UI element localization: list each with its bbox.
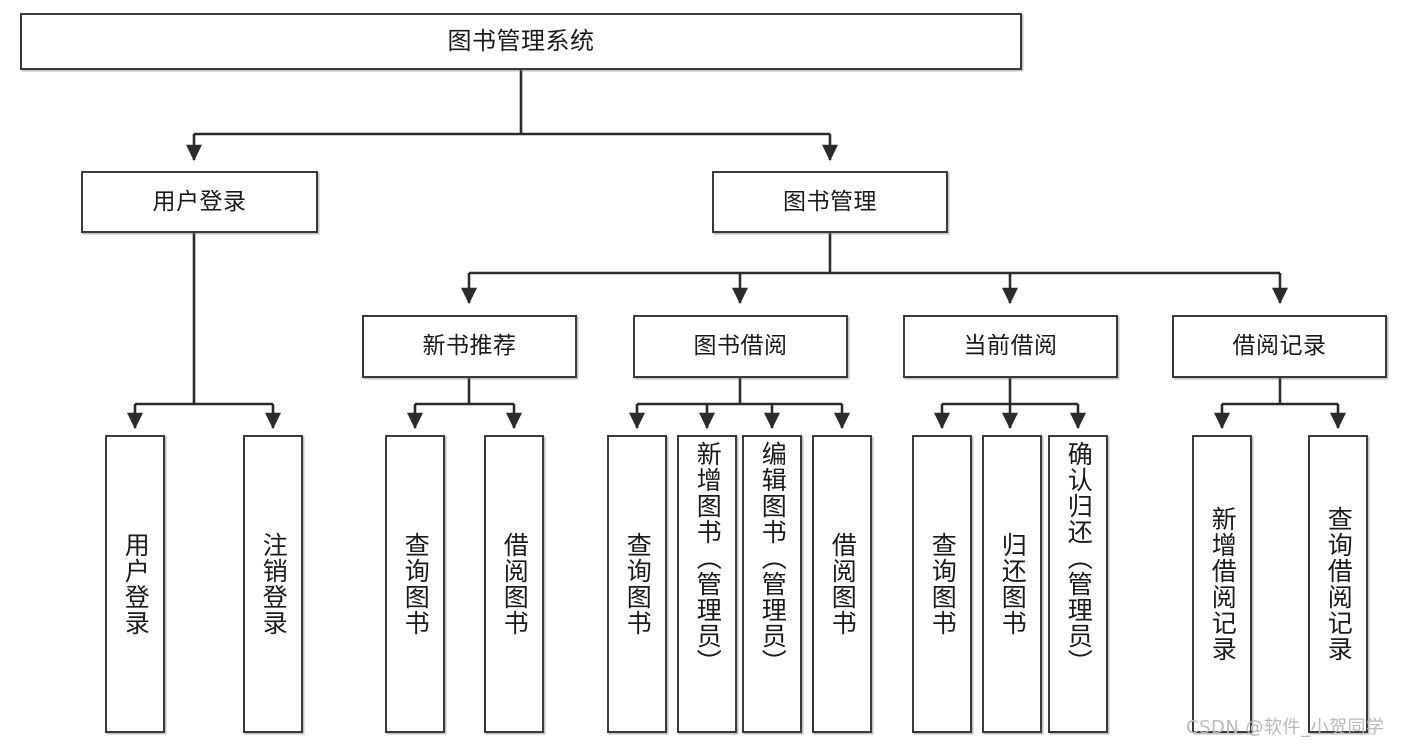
node-label: 图书借阅 [693,333,788,360]
leaf-add-book[interactable]: 新增图书（管理员） [677,435,737,733]
leaf-add-borrow-record[interactable]: 新增借阅记录 [1192,435,1252,733]
node-label: 查询图书 [401,532,431,636]
leaf-edit-book[interactable]: 编辑图书（管理员） [742,435,802,733]
node-label: 新增借阅记录 [1208,506,1238,662]
node-label: 图书管理系统 [447,26,595,55]
leaf-query-book-borrow[interactable]: 查询图书 [607,435,667,733]
node-label: 新增图书（管理员） [693,441,723,675]
node-current-borrow[interactable]: 当前借阅 [903,315,1118,378]
leaf-query-book-recommend[interactable]: 查询图书 [385,435,445,733]
leaf-borrow-book-recommend[interactable]: 借阅图书 [484,435,544,733]
node-label: 查询图书 [623,532,653,636]
node-label: 注销登录 [259,532,289,636]
leaf-borrow-book[interactable]: 借阅图书 [812,435,872,733]
node-label: 借阅图书 [500,532,530,636]
leaf-query-borrow-record[interactable]: 查询借阅记录 [1308,435,1368,733]
node-root-system[interactable]: 图书管理系统 [20,13,1022,70]
node-user-login[interactable]: 用户登录 [81,171,318,233]
node-new-book-recommend[interactable]: 新书推荐 [362,315,577,378]
node-book-manage[interactable]: 图书管理 [712,171,948,233]
leaf-query-book-current[interactable]: 查询图书 [912,435,972,733]
node-book-borrow[interactable]: 图书借阅 [633,315,848,378]
node-label: 归还图书 [998,532,1028,636]
node-label: 用户登录 [121,532,151,636]
leaf-confirm-return[interactable]: 确认归还（管理员） [1048,435,1108,733]
leaf-logout-login[interactable]: 注销登录 [243,435,303,733]
leaf-user-login[interactable]: 用户登录 [105,435,165,733]
node-label: 用户登录 [152,188,247,215]
node-label: 查询借阅记录 [1324,506,1354,662]
node-label: 编辑图书（管理员） [758,441,788,675]
watermark-text: CSDN @软件_小贺同学 [1186,717,1385,738]
node-label: 借阅记录 [1232,333,1327,360]
node-label: 借阅图书 [828,532,858,636]
node-label: 当前借阅 [963,333,1058,360]
node-label: 新书推荐 [422,333,517,360]
leaf-return-book[interactable]: 归还图书 [982,435,1042,733]
node-label: 确认归还（管理员） [1064,441,1094,675]
node-label: 查询图书 [928,532,958,636]
node-label: 图书管理 [783,188,877,215]
node-borrow-record[interactable]: 借阅记录 [1172,315,1387,378]
